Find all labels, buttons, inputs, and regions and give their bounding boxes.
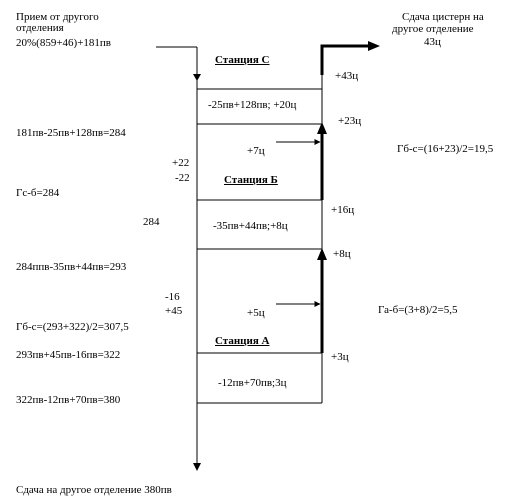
adj2-plus: +45 xyxy=(165,305,183,317)
adj1-plus: +22 xyxy=(172,157,190,169)
incoming-arrowhead xyxy=(193,74,201,81)
flow-plus5: +5ц xyxy=(247,307,265,319)
gcb-value: Гс-б=284 xyxy=(16,187,60,199)
flow-plus16: +16ц xyxy=(331,204,355,216)
adj2-minus: -16 xyxy=(165,291,180,303)
main-down-arrowhead xyxy=(193,463,201,471)
bold-up-arrowhead xyxy=(317,248,327,260)
receive-formula: 20%(859+46)+181пв xyxy=(16,37,111,49)
station-a-ops: -12пв+70пв;3ц xyxy=(218,377,287,389)
deliver-label-line2: другое отделение xyxy=(392,23,474,35)
adj1-minus: -22 xyxy=(175,172,190,184)
bold-up-arrowhead xyxy=(317,122,327,134)
station-b-name: Станция Б xyxy=(224,174,278,186)
receive-label-line2: отделения xyxy=(16,22,64,34)
flow-plus8: +8ц xyxy=(333,248,351,260)
footer-deliver: Сдача на другое отделение 380пв xyxy=(16,484,172,496)
flow-plus43: +43ц xyxy=(335,70,359,82)
bold-outgoing-arrowhead xyxy=(368,41,380,51)
mid-value-284: 284 xyxy=(143,216,160,228)
bold-outgoing-arrow xyxy=(320,44,368,75)
flow-plus7: +7ц xyxy=(247,145,265,157)
gbc-right-value: Гб-с=(16+23)/2=19,5 xyxy=(397,143,494,155)
calc-4: 322пв-12пв+70пв=380 xyxy=(16,394,121,406)
calc-3: 293пв+45пв-16пв=322 xyxy=(16,349,121,361)
flow-plus3: +3ц xyxy=(331,351,349,363)
receive-label-line1: Прием от другого xyxy=(16,11,99,23)
calc-2: 284ппв-35пв+44пв=293 xyxy=(16,261,127,273)
gab-value: Га-б=(3+8)/2=5,5 xyxy=(378,304,458,316)
station-c-ops: -25пв+128пв; +20ц xyxy=(208,99,297,111)
station-b-ops: -35пв+44пв;+8ц xyxy=(213,220,288,232)
gbc-left-value: Гб-с=(293+322)/2=307,5 xyxy=(16,321,129,333)
deliver-label-line1: Сдача цистерн на xyxy=(402,11,484,23)
station-c-name: Станция С xyxy=(215,54,270,66)
station-a-name: Станция А xyxy=(215,335,270,347)
calc-1: 181пв-25пв+128пв=284 xyxy=(16,127,126,139)
flow-plus23: +23ц xyxy=(338,115,362,127)
deliver-value: 43ц xyxy=(424,36,441,48)
